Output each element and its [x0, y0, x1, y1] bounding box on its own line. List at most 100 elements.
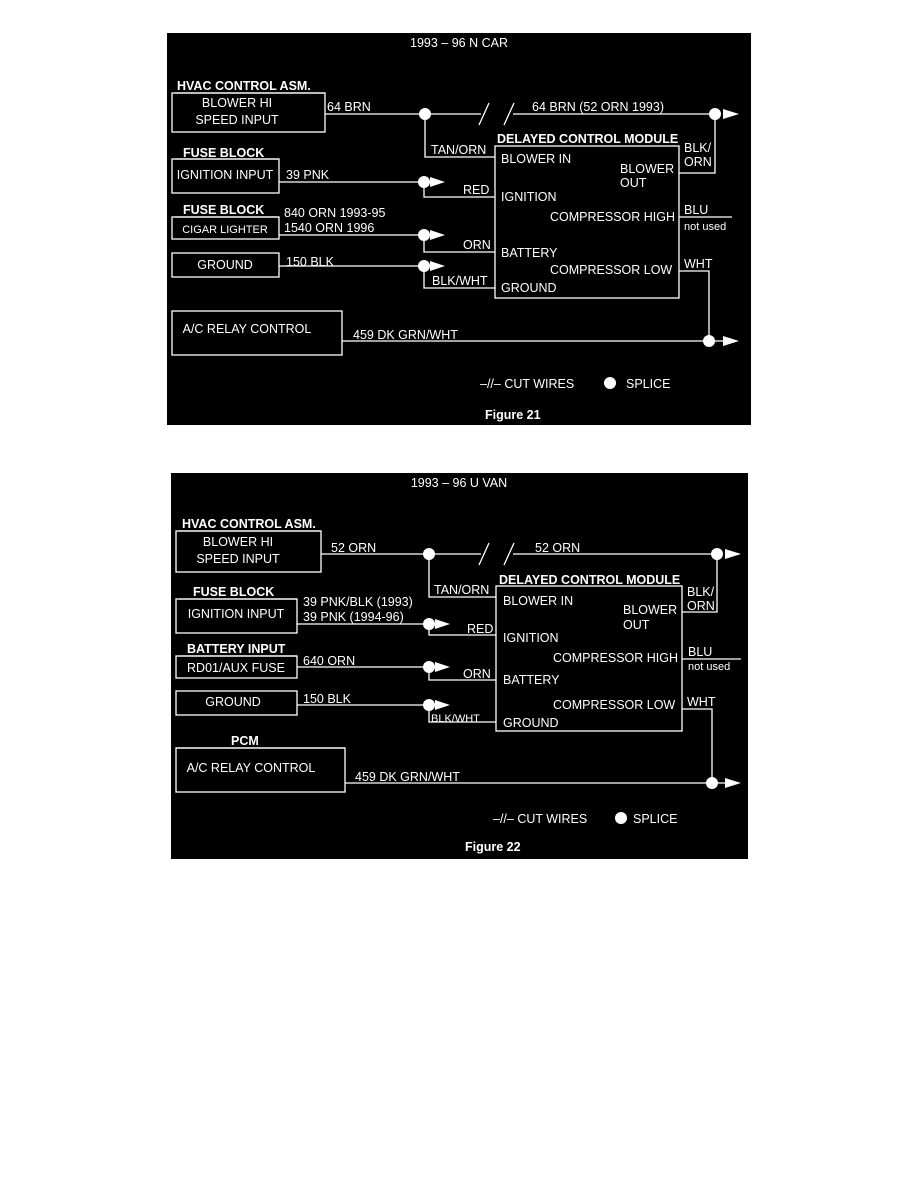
pin-compressor-low: COMPRESSOR LOW — [550, 263, 672, 277]
figure-caption: Figure 21 — [485, 408, 541, 422]
battery-wire-label-b: 1540 ORN 1996 — [284, 221, 374, 235]
wire-color-orn: ORN — [463, 667, 491, 681]
ground-wire-label: 150 BLK — [286, 255, 335, 269]
splice-legend-icon — [615, 812, 627, 824]
arrow-icon — [723, 109, 739, 119]
arrow-icon — [725, 549, 741, 559]
wire-color-blk-orn-2: ORN — [684, 155, 712, 169]
ignition-wire-label-b: 39 PNK (1994-96) — [303, 610, 404, 624]
hvac-wire-label: 52 ORN — [331, 541, 376, 555]
ac-relay-box — [171, 310, 343, 356]
blk-orn-wire — [679, 114, 716, 174]
ac-wire-label: 459 DK GRN/WHT — [353, 328, 458, 342]
wire-color-blk-orn-1: BLK/ — [687, 585, 715, 599]
pin-compressor-high: COMPRESSOR HIGH — [550, 210, 675, 224]
ac-relay-box — [175, 747, 346, 793]
ground-wire-label: 150 BLK — [303, 692, 352, 706]
battery-input-title: BATTERY INPUT — [187, 642, 286, 656]
hvac-box-line2: SPEED INPUT — [196, 552, 280, 566]
hvac-box — [171, 92, 326, 133]
pin-ground: GROUND — [501, 281, 557, 295]
wire-color-blk-orn-2: ORN — [687, 599, 715, 613]
ground-label: GROUND — [205, 695, 261, 709]
battery-wire-label: 640 ORN — [303, 654, 355, 668]
arrow-icon — [435, 619, 450, 629]
ac-relay-label: A/C RELAY CONTROL — [187, 761, 316, 775]
ignition-input-box — [171, 158, 280, 194]
wire-color-blu: BLU — [688, 645, 712, 659]
fuse-block-title: FUSE BLOCK — [183, 146, 264, 160]
arrow-icon — [723, 336, 739, 346]
splice-dot — [706, 777, 718, 789]
battery-wire-label-a: 840 ORN 1993-95 — [284, 206, 386, 220]
fuse-block-title: FUSE BLOCK — [193, 585, 274, 599]
wht-wire — [679, 270, 710, 341]
pin-compressor-low: COMPRESSOR LOW — [553, 698, 675, 712]
hvac-box — [175, 530, 322, 573]
splice-dot — [703, 335, 715, 347]
tan-orn-wire — [428, 554, 496, 598]
blk-wht-wire — [423, 266, 495, 289]
orn-wire — [423, 235, 495, 253]
splice-legend-icon — [604, 377, 616, 389]
wiring-diagram-n-car: 1993 – 96 N CAR HVAC CONTROL ASM. BLOWER… — [171, 36, 739, 422]
hvac-box-line2: SPEED INPUT — [195, 113, 279, 127]
ground-box — [171, 252, 280, 278]
pcm-title: PCM — [231, 734, 259, 748]
ignition-wire-label-a: 39 PNK/BLK (1993) — [303, 595, 413, 609]
figure-caption: Figure 22 — [465, 840, 521, 854]
orn-wire — [428, 667, 496, 681]
hvac-wire-label-right: 64 BRN (52 ORN 1993) — [532, 100, 664, 114]
ignition-input-label: IGNITION INPUT — [177, 168, 274, 182]
pin-blower-out-2: OUT — [620, 176, 647, 190]
cut-mark — [503, 102, 515, 126]
wire-color-blk-wht: BLK/WHT — [432, 274, 488, 288]
hvac-control-title: HVAC CONTROL ASM. — [182, 517, 316, 531]
module-title: DELAYED CONTROL MODULE — [499, 573, 680, 587]
hvac-wire-label-right: 52 ORN — [535, 541, 580, 555]
hvac-box-line1: BLOWER HI — [202, 96, 272, 110]
pin-blower-out-2: OUT — [623, 618, 650, 632]
fuse-block-title-2: FUSE BLOCK — [183, 203, 264, 217]
wire-color-blu: BLU — [684, 203, 708, 217]
hvac-control-title: HVAC CONTROL ASM. — [177, 79, 311, 93]
wire-color-blk-orn-1: BLK/ — [684, 141, 712, 155]
not-used-label: not used — [684, 221, 726, 233]
ac-relay-label: A/C RELAY CONTROL — [183, 322, 312, 336]
figure-header: 1993 – 96 N CAR — [410, 36, 508, 50]
blk-wht-wire — [428, 705, 496, 723]
arrow-icon — [430, 230, 445, 240]
ground-box — [175, 690, 298, 716]
ignition-input-label: IGNITION INPUT — [188, 607, 285, 621]
figure-header: 1993 – 96 U VAN — [411, 476, 507, 490]
cut-mark — [478, 102, 490, 126]
wiring-diagram-u-van: 1993 – 96 U VAN HVAC CONTROL ASM. BLOWER… — [175, 476, 741, 854]
pin-ignition: IGNITION — [503, 631, 559, 645]
pin-battery: BATTERY — [501, 246, 558, 260]
pin-battery: BATTERY — [503, 673, 560, 687]
pin-blower-in: BLOWER IN — [501, 152, 571, 166]
tan-orn-wire — [424, 114, 495, 158]
wire-color-wht: WHT — [687, 695, 716, 709]
module-title: DELAYED CONTROL MODULE — [497, 132, 678, 146]
wht-wire — [682, 708, 713, 781]
figure-21: 1993 – 96 N CAR HVAC CONTROL ASM. BLOWER… — [167, 33, 751, 425]
legend-splice: SPLICE — [633, 812, 677, 826]
arrow-icon — [725, 778, 741, 788]
pin-compressor-high: COMPRESSOR HIGH — [553, 651, 678, 665]
hvac-wire-label: 64 BRN — [327, 100, 371, 114]
legend-cut-wires: –//– CUT WIRES — [493, 812, 587, 826]
ignition-wire-label: 39 PNK — [286, 168, 330, 182]
wire-color-red: RED — [467, 622, 493, 636]
arrow-icon — [430, 261, 445, 271]
ac-wire-label: 459 DK GRN/WHT — [355, 770, 460, 784]
wire-color-blk-wht: BLK/WHT — [431, 713, 480, 725]
legend-splice: SPLICE — [626, 377, 670, 391]
pin-ignition: IGNITION — [501, 190, 557, 204]
rd01-aux-fuse-label: RD01/AUX FUSE — [187, 661, 285, 675]
hvac-box-line1: BLOWER HI — [203, 535, 273, 549]
not-used-label: not used — [688, 661, 730, 673]
wire-color-orn: ORN — [463, 238, 491, 252]
pin-blower-in: BLOWER IN — [503, 594, 573, 608]
cut-mark — [503, 542, 515, 566]
